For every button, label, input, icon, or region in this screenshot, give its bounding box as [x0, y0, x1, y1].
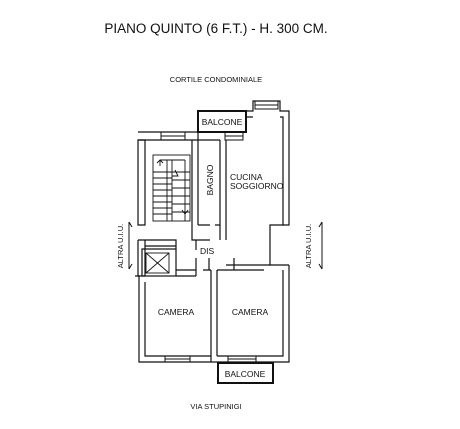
bagno-walls — [197, 139, 227, 240]
room-camera-right: CAMERA — [232, 307, 269, 317]
room-dis: DIS — [200, 246, 215, 256]
room-cucina-line1: CUCINA — [230, 172, 263, 182]
room-balcone-top: BALCONE — [202, 117, 243, 127]
interior-walls — [138, 225, 270, 362]
courtyard-label: CORTILE CONDOMINIALE — [170, 75, 262, 84]
outer-wall — [135, 100, 290, 363]
balcone-top-shape — [197, 110, 247, 133]
side-markers — [128, 221, 323, 270]
balcone-bottom-shape — [217, 362, 274, 384]
room-bagno: BAGNO — [205, 164, 215, 195]
elevator-symbol — [145, 252, 170, 274]
room-cucina-line2: SOGGIORNO — [230, 181, 284, 191]
other-unit-left-label: ALTRA U.I.U. — [116, 224, 125, 268]
street-label: VIA STUPINIGI — [190, 402, 241, 411]
windows — [160, 100, 279, 363]
room-camera-left: CAMERA — [158, 307, 195, 317]
staircase — [152, 154, 191, 222]
room-balcone-bottom: BALCONE — [225, 369, 266, 379]
page-title: PIANO QUINTO (6 F.T.) - H. 300 CM. — [104, 21, 327, 36]
other-unit-right-label: ALTRA U.I.U. — [304, 224, 313, 268]
